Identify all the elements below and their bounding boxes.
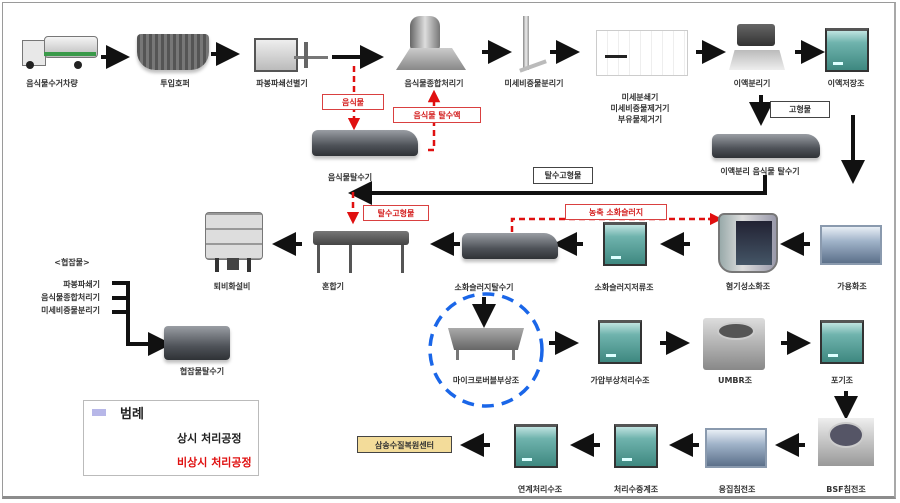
label-mixer: 혼합기 — [321, 282, 345, 291]
label-foreign-dewatering: 협잡물탈수기 — [179, 367, 225, 376]
umbr-tank-icon — [703, 318, 765, 370]
label-input-hopper: 투입호퍼 — [160, 79, 190, 88]
label-food-combined-processor: 음식물종합처리기 — [404, 79, 464, 88]
label-micro-foreign-separator: 미세비중물분리기 — [504, 79, 564, 88]
compost-facility-icon — [205, 212, 263, 272]
label-bsf-settling: BSF침전조 — [826, 485, 866, 494]
liquid-separator-icon — [727, 20, 787, 72]
aeration-tank-icon — [820, 320, 864, 364]
label-liquid-sep-food-dewatering: 이액분리 음식물 탈수기 — [720, 167, 800, 176]
micro-foreign-separator-icon — [515, 16, 549, 73]
bsf-settling-tank-icon — [818, 418, 874, 466]
anaerobic-digester-icon — [718, 213, 778, 273]
label-collection-truck: 음식물수거차량 — [26, 79, 78, 88]
collection-truck-icon — [22, 34, 98, 70]
foreign-matter-source: 음식물종합처리기 — [41, 293, 100, 302]
foreign-matter-dewatering-icon — [164, 326, 230, 360]
label-liquid-storage: 이액저장조 — [827, 79, 865, 88]
coag-settling-tank-icon — [705, 428, 767, 468]
legend-normal-label: 상시 처리공정 — [177, 432, 242, 445]
flow-label-food-dewater-liquid: 음식물 탈수액 — [393, 107, 481, 123]
acidification-tank-icon — [820, 225, 882, 265]
normal-flow-arrow — [101, 40, 865, 457]
mixer-icon — [313, 225, 409, 273]
legend-emergency-label: 비상시 처리공정 — [177, 456, 252, 469]
flow-label-dewatered-solids: 탈수고형물 — [533, 167, 593, 184]
label-digestion-sludge-storage: 소화슬러지저류조 — [594, 283, 654, 292]
label-treated-water-relay: 처리수중계조 — [613, 485, 659, 494]
flow-label-dewatered-solids-emergency: 탈수고형물 — [363, 205, 429, 221]
bag-breaker-icon — [248, 32, 330, 72]
label-aeration: 포기조 — [830, 376, 854, 385]
microbubble-flotation-icon — [448, 326, 524, 360]
label-food-dewatering: 음식물탈수기 — [327, 173, 373, 182]
label-compost: 퇴비화설비 — [213, 282, 251, 291]
label-pressure-flotation: 가압부상처리수조 — [590, 376, 650, 385]
digestion-sludge-dewatering-icon — [462, 233, 558, 259]
micro-triple-unit-icon — [596, 30, 688, 76]
foreign-matter-source: 파봉파쇄기 — [63, 280, 100, 289]
digestion-sludge-storage-icon — [603, 222, 647, 266]
input-hopper-icon — [137, 34, 209, 70]
legend-title: 범례 — [120, 407, 144, 422]
label-bag-breaker: 파봉파쇄선별기 — [256, 79, 308, 88]
label-anaerobic-digester: 혐기성소화조 — [725, 282, 771, 291]
pressure-flotation-tank-icon — [598, 320, 642, 364]
food-dewatering-icon — [312, 130, 418, 156]
foreign-matter-heading: <협잡물> — [54, 258, 90, 267]
liquid-sep-food-dewatering-icon — [712, 134, 820, 158]
highlight-circle — [428, 292, 544, 408]
label-micro-triple-unit: 미세분쇄기 미세비중물제거기 부유물제거기 — [610, 93, 670, 124]
label-microbubble-flotation: 마이크로버블부상조 — [452, 376, 520, 385]
label-linked-treatment: 연계처리수조 — [517, 485, 563, 494]
label-coag-settling: 응집침전조 — [718, 485, 756, 494]
flow-label-concentrated-sludge: 농축 소화슬러지 — [565, 204, 667, 220]
foreign-matter-source: 미세비중물분리기 — [41, 306, 100, 315]
emergency-flow-arrow — [346, 66, 723, 232]
linked-treatment-tank-icon — [514, 424, 558, 468]
label-umbr: UMBR조 — [717, 376, 753, 385]
liquid-storage-tank-icon — [825, 28, 869, 72]
destination-sewage-center: 삼송수질복원센터 — [357, 436, 452, 453]
label-liquid-separator: 이액분리기 — [733, 79, 771, 88]
label-digestion-sludge-dewatering: 소화슬러지탈수기 — [454, 283, 514, 292]
flow-label-solids: 고형물 — [770, 101, 830, 118]
flow-label-food-waste: 음식물 — [322, 94, 384, 110]
legend: 범례 상시 처리공정 비상시 처리공정 — [83, 400, 259, 476]
treated-water-relay-tank-icon — [614, 424, 658, 468]
label-acidification: 가용화조 — [837, 282, 867, 291]
food-combined-processor-icon — [396, 16, 466, 72]
legend-swatch — [92, 409, 106, 416]
